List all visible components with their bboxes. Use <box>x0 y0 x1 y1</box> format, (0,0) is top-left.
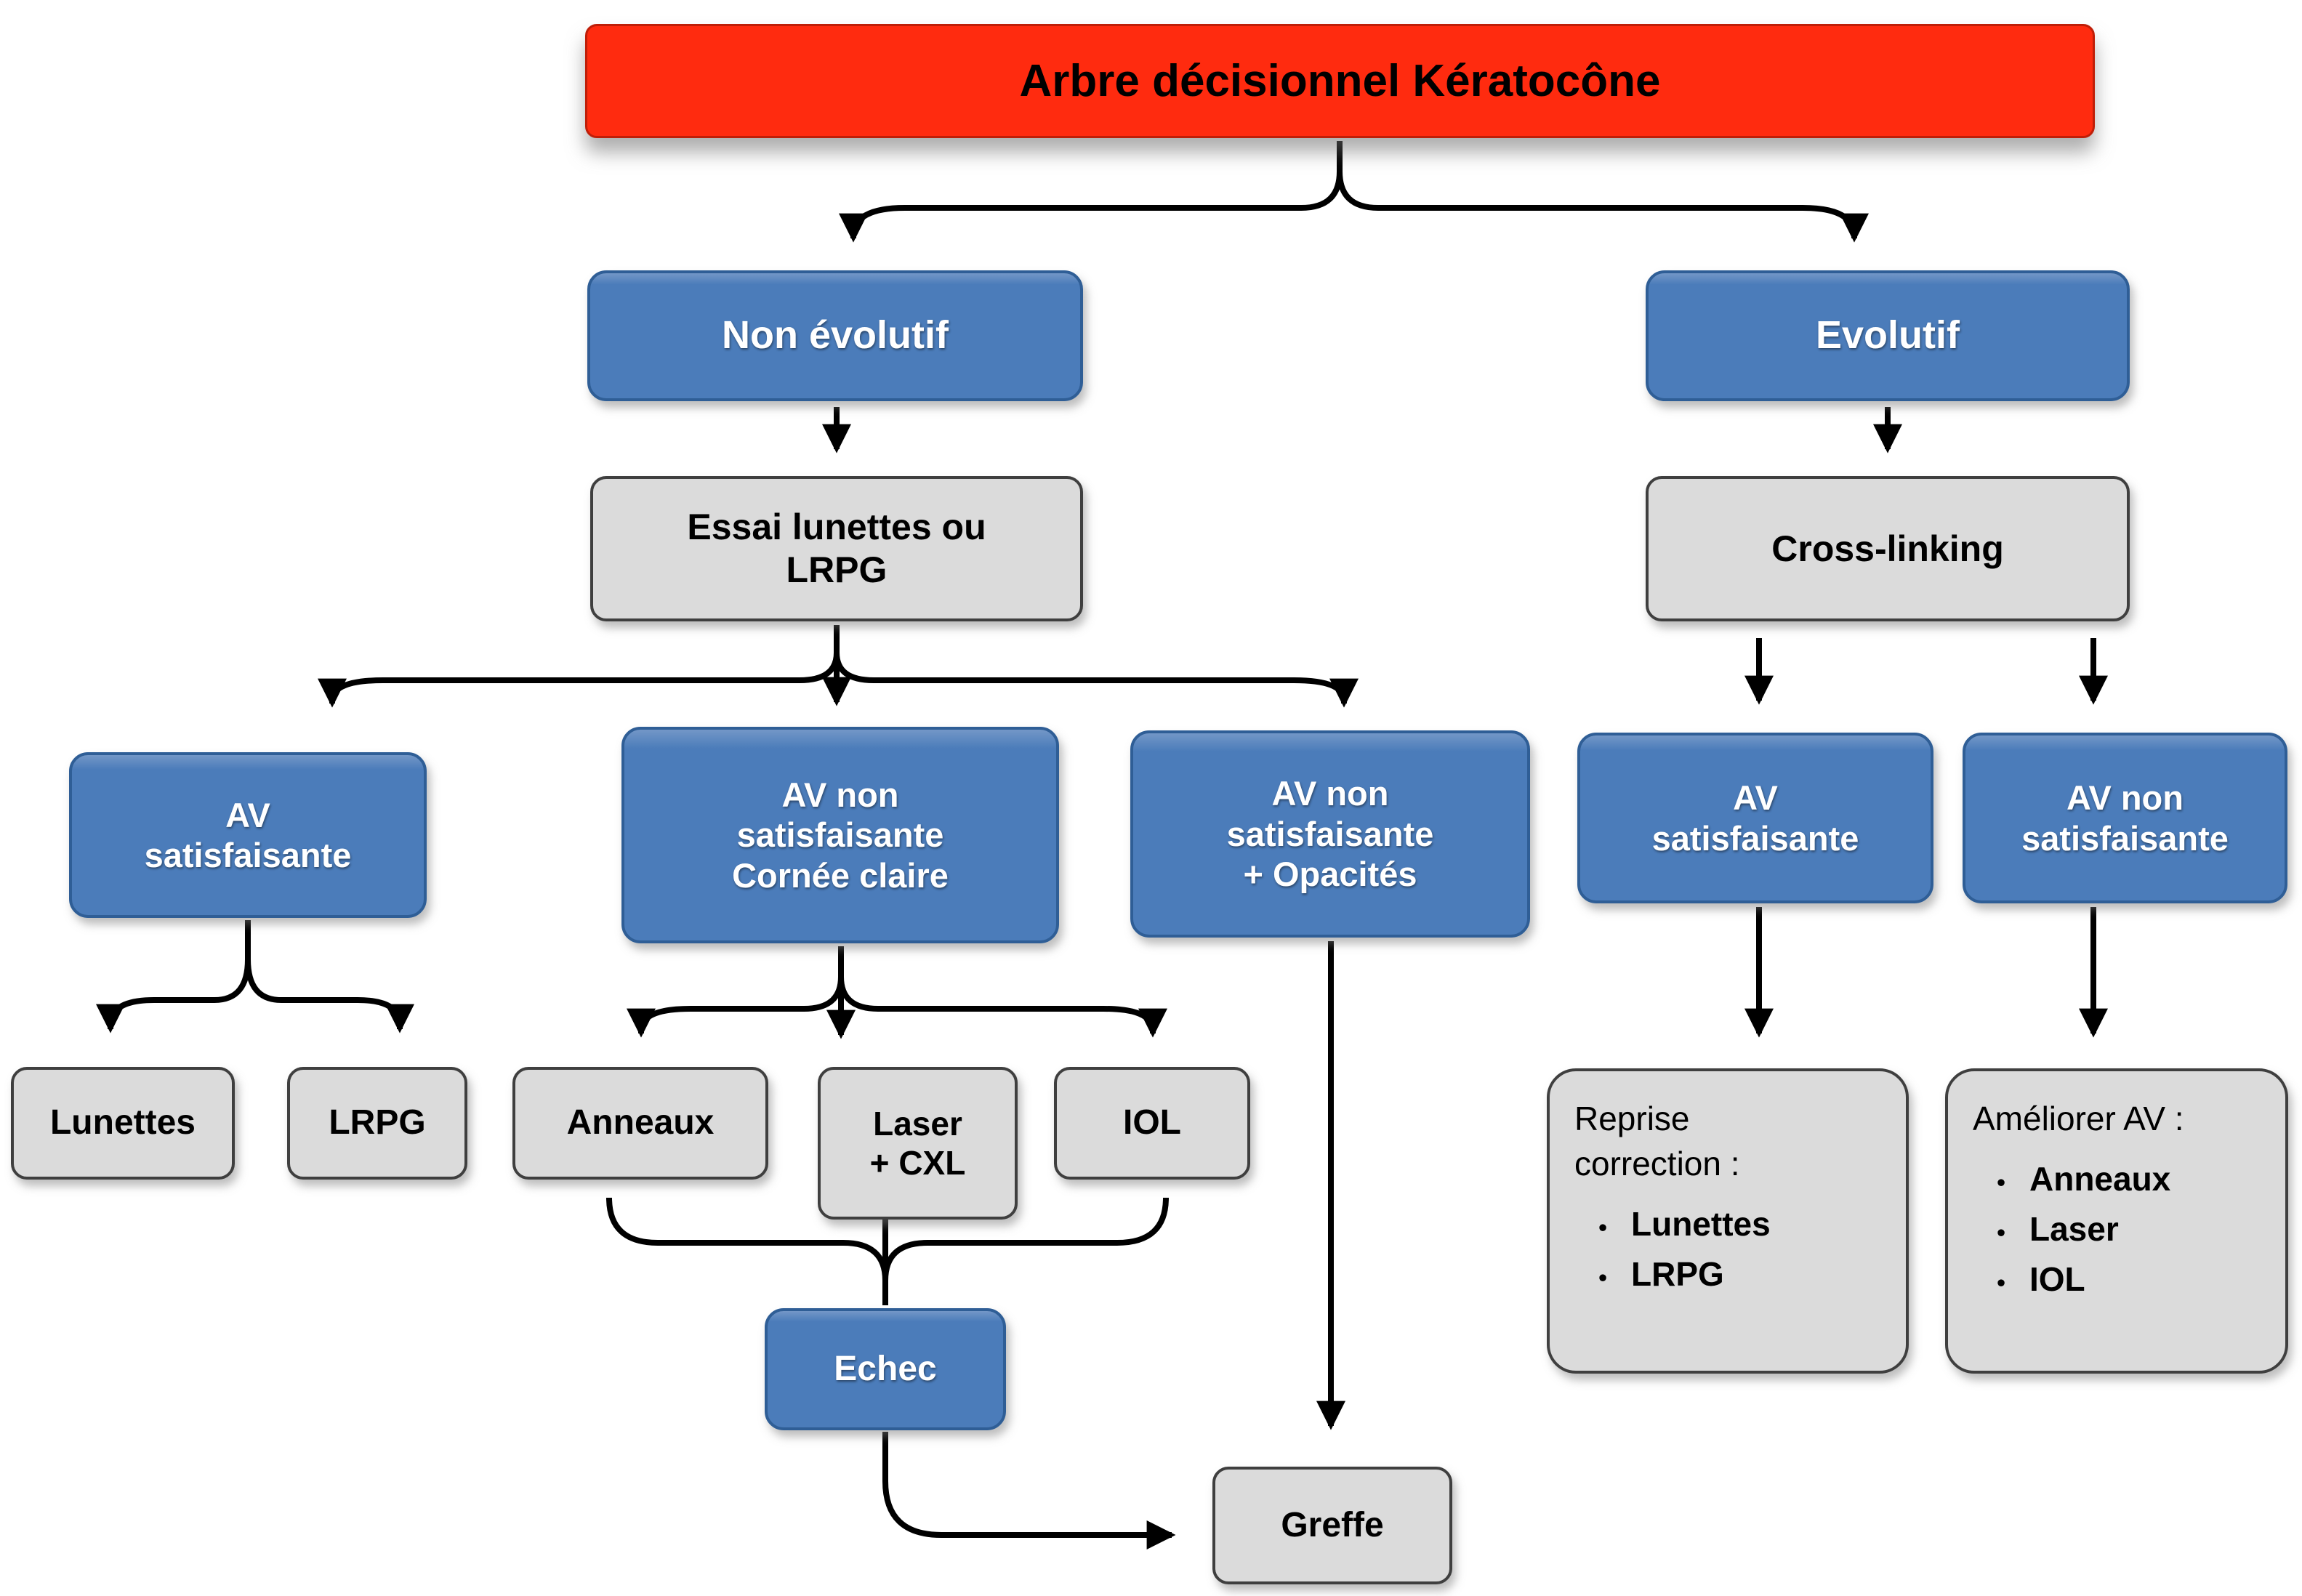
connector-echec-to-greffe <box>882 1432 1176 1549</box>
node-lrpg: LRPG <box>287 1067 467 1180</box>
bullet-icon: • <box>1997 1220 2005 1247</box>
node-label: Cross-linking <box>1771 528 2004 569</box>
node-reprise-correction: Reprise correction : • Lunettes • LRPG <box>1547 1068 1909 1374</box>
node-label: AV non satisfaisante + Opacités <box>1226 774 1434 894</box>
node-label: AV non satisfaisante Cornée claire <box>732 775 949 895</box>
node-anneaux: Anneaux <box>512 1067 768 1180</box>
node-label: LRPG <box>329 1103 426 1142</box>
connector-cornee-to-iol <box>838 952 1167 1038</box>
node-label: Anneaux <box>566 1103 715 1142</box>
list-item-label: Laser <box>2029 1210 2119 1249</box>
connector-avsat-to-lrpg <box>245 920 414 1033</box>
list-item-label: LRPG <box>1631 1255 1724 1294</box>
list-item-label: Lunettes <box>1631 1205 1771 1244</box>
list-item-label: IOL <box>2029 1260 2085 1299</box>
node-cross-linking: Cross-linking <box>1646 476 2130 621</box>
list-item-lunettes: • Lunettes <box>1574 1199 1771 1249</box>
node-lunettes: Lunettes <box>11 1067 235 1180</box>
node-av-satisfaisante-right: AV satisfaisante <box>1577 733 1933 903</box>
node-non-evolutif: Non évolutif <box>587 270 1083 401</box>
connector-title-to-non-evolutif <box>839 141 1343 243</box>
connector-essai-to-opacites <box>834 631 1359 708</box>
connector-avsat-to-lunettes <box>96 920 251 1033</box>
bullet-icon: • <box>1598 1214 1607 1242</box>
node-label: IOL <box>1123 1103 1181 1142</box>
node-av-non-satisfaisante-right: AV non satisfaisante <box>1963 733 2287 903</box>
connector-title-to-evolutif <box>1337 141 1869 243</box>
list-item-label: Anneaux <box>2029 1160 2171 1198</box>
node-av-non-satisfaisante-cornee-claire: AV non satisfaisante Cornée claire <box>621 727 1059 943</box>
page-title: Arbre décisionnel Kératocône <box>1019 55 1661 106</box>
node-label: Evolutif <box>1816 313 1960 358</box>
node-ameliorer-av: Améliorer AV : • Anneaux • Laser • IOL <box>1945 1068 2288 1374</box>
list-item-iol: • IOL <box>1973 1254 2085 1305</box>
node-label: Lunettes <box>49 1103 196 1142</box>
connector-cornee-to-anneaux <box>627 952 844 1038</box>
node-label: Echec <box>834 1349 937 1388</box>
node-label: AV non satisfaisante <box>2021 778 2229 858</box>
node-label: Non évolutif <box>722 313 949 358</box>
node-laser-cxl: Laser + CXL <box>818 1067 1018 1220</box>
list-item-anneaux: • Anneaux <box>1973 1154 2170 1204</box>
node-essai-lunettes-lrpg: Essai lunettes ou LRPG <box>590 476 1083 621</box>
connector-merge-left <box>606 1197 888 1281</box>
connector-essai-to-av-satisfaisante <box>318 631 840 708</box>
list-item-laser: • Laser <box>1973 1204 2119 1254</box>
node-evolutif: Evolutif <box>1646 270 2130 401</box>
node-label: Laser + CXL <box>869 1104 966 1182</box>
node-label: AV satisfaisante <box>1651 778 1859 858</box>
node-greffe: Greffe <box>1212 1467 1452 1584</box>
node-av-non-satisfaisante-opacites: AV non satisfaisante + Opacités <box>1130 730 1530 938</box>
node-echec: Echec <box>765 1308 1006 1430</box>
bullet-icon: • <box>1997 1169 2005 1197</box>
bullet-icon: • <box>1598 1265 1607 1292</box>
node-av-satisfaisante-left: AV satisfaisante <box>69 752 427 918</box>
node-label: AV satisfaisante <box>144 795 352 874</box>
node-iol: IOL <box>1054 1067 1250 1180</box>
list-item-lrpg: • LRPG <box>1574 1249 1724 1299</box>
connector-merge-right <box>882 1197 1169 1281</box>
title-banner: Arbre décisionnel Kératocône <box>585 24 2095 138</box>
node-label: Greffe <box>1281 1505 1384 1544</box>
reprise-correction-header: Reprise correction : <box>1574 1100 1740 1183</box>
bullet-icon: • <box>1997 1270 2005 1297</box>
node-label: Essai lunettes ou LRPG <box>687 507 986 590</box>
ameliorer-av-header: Améliorer AV : <box>1973 1100 2184 1137</box>
